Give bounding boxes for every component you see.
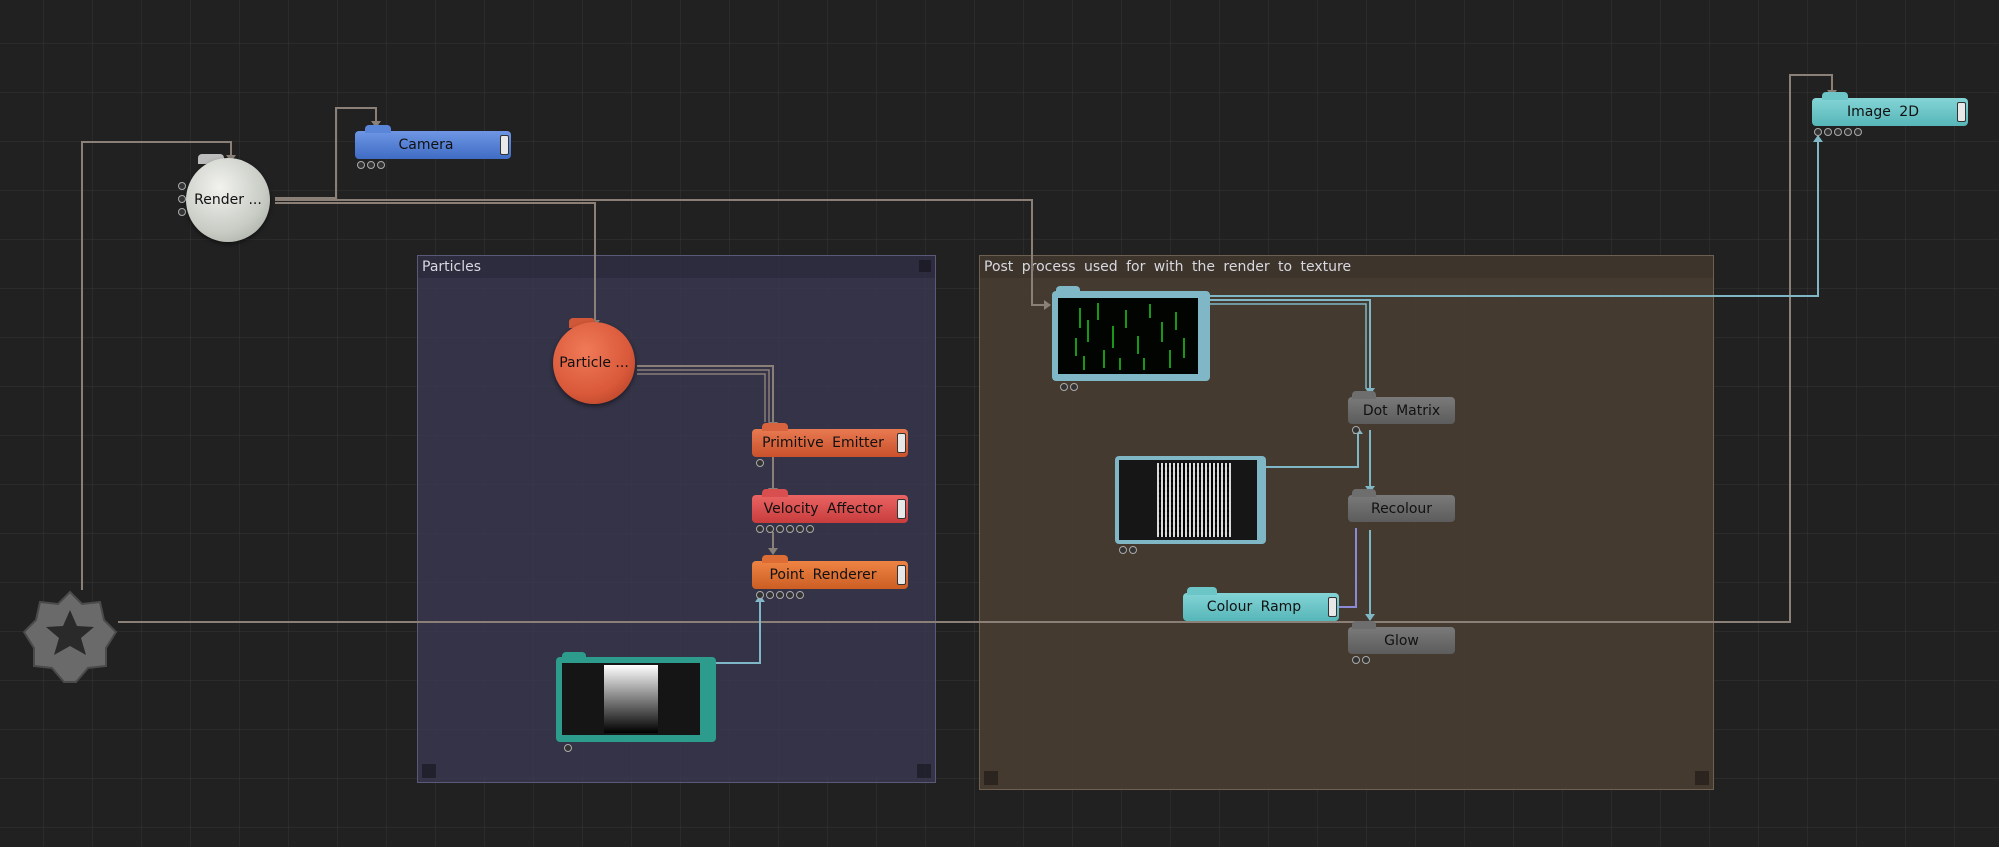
recolour-node[interactable]: Recolour	[1348, 489, 1455, 522]
render-texture-ports[interactable]	[1060, 383, 1078, 391]
colour-ramp-node[interactable]: Colour Ramp	[1183, 587, 1339, 621]
particle-node-label: Particle ...	[559, 355, 629, 371]
point-renderer-output-grip[interactable]	[897, 565, 906, 585]
wire-ramp-recolour	[1338, 528, 1357, 608]
dot-matrix-ports[interactable]	[1352, 426, 1360, 434]
postprocess-group-title: Post process used for with the render to…	[980, 256, 1713, 278]
gradient-texture-node[interactable]	[556, 652, 716, 752]
wire-render-rendertexture	[275, 199, 1050, 306]
root-node[interactable]	[20, 588, 120, 684]
particles-group-title: Particles	[418, 256, 935, 278]
render-node[interactable]: Render ...	[178, 154, 276, 246]
image-2d-label: Image 2D	[1847, 104, 1919, 120]
camera-node-label: Camera	[398, 137, 454, 153]
velocity-affector-label: Velocity Affector	[763, 501, 883, 517]
velocity-affector-node[interactable]: Velocity Affector	[752, 489, 908, 533]
primitive-emitter-input-ports[interactable]	[756, 459, 764, 467]
group-collapse-handle[interactable]	[919, 260, 931, 272]
velocity-affector-input-ports[interactable]	[756, 525, 814, 533]
gradient-texture-ports[interactable]	[564, 744, 572, 752]
noise-texture-thumbnail	[1119, 460, 1257, 540]
render-texture-thumbnail	[1058, 298, 1198, 374]
glow-label: Glow	[1384, 632, 1419, 649]
colour-ramp-output-grip[interactable]	[1328, 597, 1337, 617]
primitive-emitter-label: Primitive Emitter	[762, 435, 884, 451]
camera-output-grip[interactable]	[500, 135, 509, 155]
colour-ramp-label: Colour Ramp	[1206, 599, 1302, 615]
dot-matrix-node[interactable]: Dot Matrix	[1348, 391, 1455, 434]
wire-noise-dotmatrix	[1266, 430, 1359, 468]
point-renderer-input-ports[interactable]	[756, 591, 804, 599]
primitive-emitter-node[interactable]: Primitive Emitter	[752, 423, 908, 467]
wire-gradient-renderer	[716, 598, 761, 664]
wire-render-particle	[275, 202, 596, 320]
group-resize-handle[interactable]	[1695, 771, 1709, 785]
wire-particle-emitter	[637, 365, 774, 422]
wire-rendertex-image2d	[1210, 136, 1819, 297]
wire-root-image2d	[118, 74, 1833, 623]
camera-node[interactable]: Camera	[355, 125, 511, 169]
velocity-affector-output-grip[interactable]	[897, 499, 906, 519]
glow-ports[interactable]	[1352, 656, 1370, 664]
primitive-emitter-output-grip[interactable]	[897, 433, 906, 453]
point-renderer-label: Point Renderer	[769, 567, 877, 583]
image-2d-input-ports[interactable]	[1814, 128, 1862, 136]
point-renderer-node[interactable]: Point Renderer	[752, 555, 908, 599]
image-2d-output-grip[interactable]	[1957, 102, 1966, 122]
render-input-ports[interactable]	[178, 182, 186, 216]
render-node-label: Render ...	[194, 192, 262, 208]
wire-render-camera	[275, 107, 377, 199]
image-2d-node[interactable]: Image 2D	[1812, 92, 1968, 136]
camera-input-ports[interactable]	[357, 161, 385, 169]
glow-node[interactable]: Glow	[1348, 621, 1455, 664]
dot-matrix-label: Dot Matrix	[1362, 402, 1441, 419]
green-particles-preview	[1075, 303, 1185, 370]
noise-texture-node[interactable]	[1115, 456, 1266, 554]
noise-texture-ports[interactable]	[1119, 546, 1137, 554]
wire-root-render	[81, 141, 232, 590]
group-resize-handle[interactable]	[917, 764, 931, 778]
gear-star-icon	[22, 590, 118, 683]
wire-rendertex-dotmatrix	[1210, 299, 1371, 388]
group-resize-handle[interactable]	[984, 771, 998, 785]
group-resize-handle[interactable]	[422, 764, 436, 778]
render-texture-node[interactable]	[1052, 286, 1210, 391]
gradient-texture-thumbnail	[562, 663, 700, 735]
recolour-label: Recolour	[1370, 500, 1433, 517]
particle-node[interactable]: Particle ...	[553, 318, 643, 412]
